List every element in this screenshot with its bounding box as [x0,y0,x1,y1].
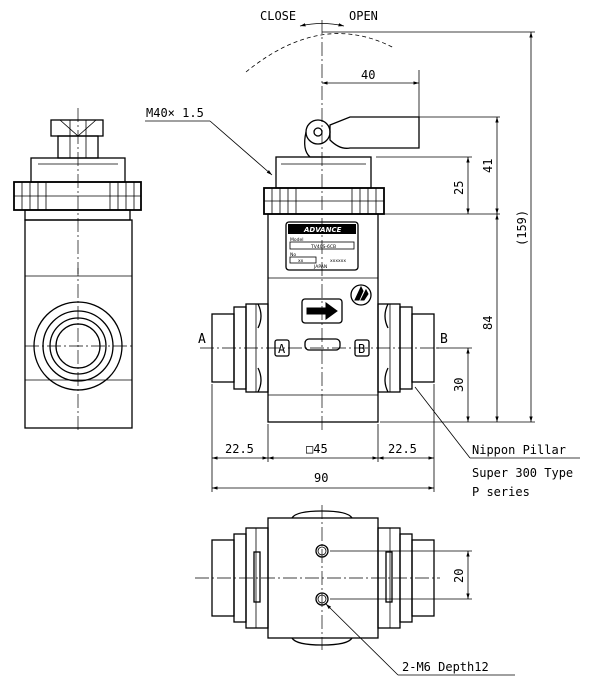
front-view: CLOSE OPEN ADVANCE Model TV4 [145,9,580,499]
port-b-label: B [440,332,448,347]
close-label: CLOSE [260,9,296,23]
dim-cap-height: 25 [452,181,466,195]
port-a-marker: A [278,342,286,356]
fitting-left [211,303,269,393]
fitting-note-line2: Super 300 Type [472,466,573,480]
model-value: TV40S-6CB [310,244,336,250]
port-a-label: A [198,332,206,347]
origin-text: JAPAN [313,264,327,270]
fitting-note-line3: P series [472,485,530,499]
open-label: OPEN [349,9,378,23]
dim-body-height: 84 [481,316,495,330]
nameplate: ADVANCE Model TV40S-6CB No xx xxxxxx JAP… [285,221,359,271]
side-view [13,108,142,432]
dim-body-width: □45 [306,442,328,456]
date-value: xxxxxx [330,259,346,264]
serial-value: xx [298,259,304,264]
dim-overall-width: 90 [314,471,328,485]
flow-arrow-icon [301,298,343,324]
dim-port-height: 30 [452,378,466,392]
advance-logo-icon [350,284,372,306]
dim-handle-offset: 40 [361,68,375,82]
dim-bolt-spacing: 20 [452,569,466,583]
dim-head-height: 41 [481,159,495,173]
model-label: Model [290,237,304,243]
dim-left-port: 22.5 [225,442,254,456]
mounting-note: 2-M6 Depth12 [402,660,489,674]
port-b-marker: B [358,342,365,356]
dim-right-port: 22.5 [388,442,417,456]
serial-label: No [290,252,296,258]
brand-text: ADVANCE [303,226,342,234]
thread-label: M40× 1.5 [146,106,204,120]
fitting-right [377,303,435,393]
bottom-view: 20 2-M6 Depth12 [195,505,515,676]
bolt-hole-top [315,544,329,558]
bolt-hole-bottom [315,592,329,606]
dim-total-height: (159) [515,210,529,246]
fitting-note-line1: Nippon Pillar [472,443,566,457]
